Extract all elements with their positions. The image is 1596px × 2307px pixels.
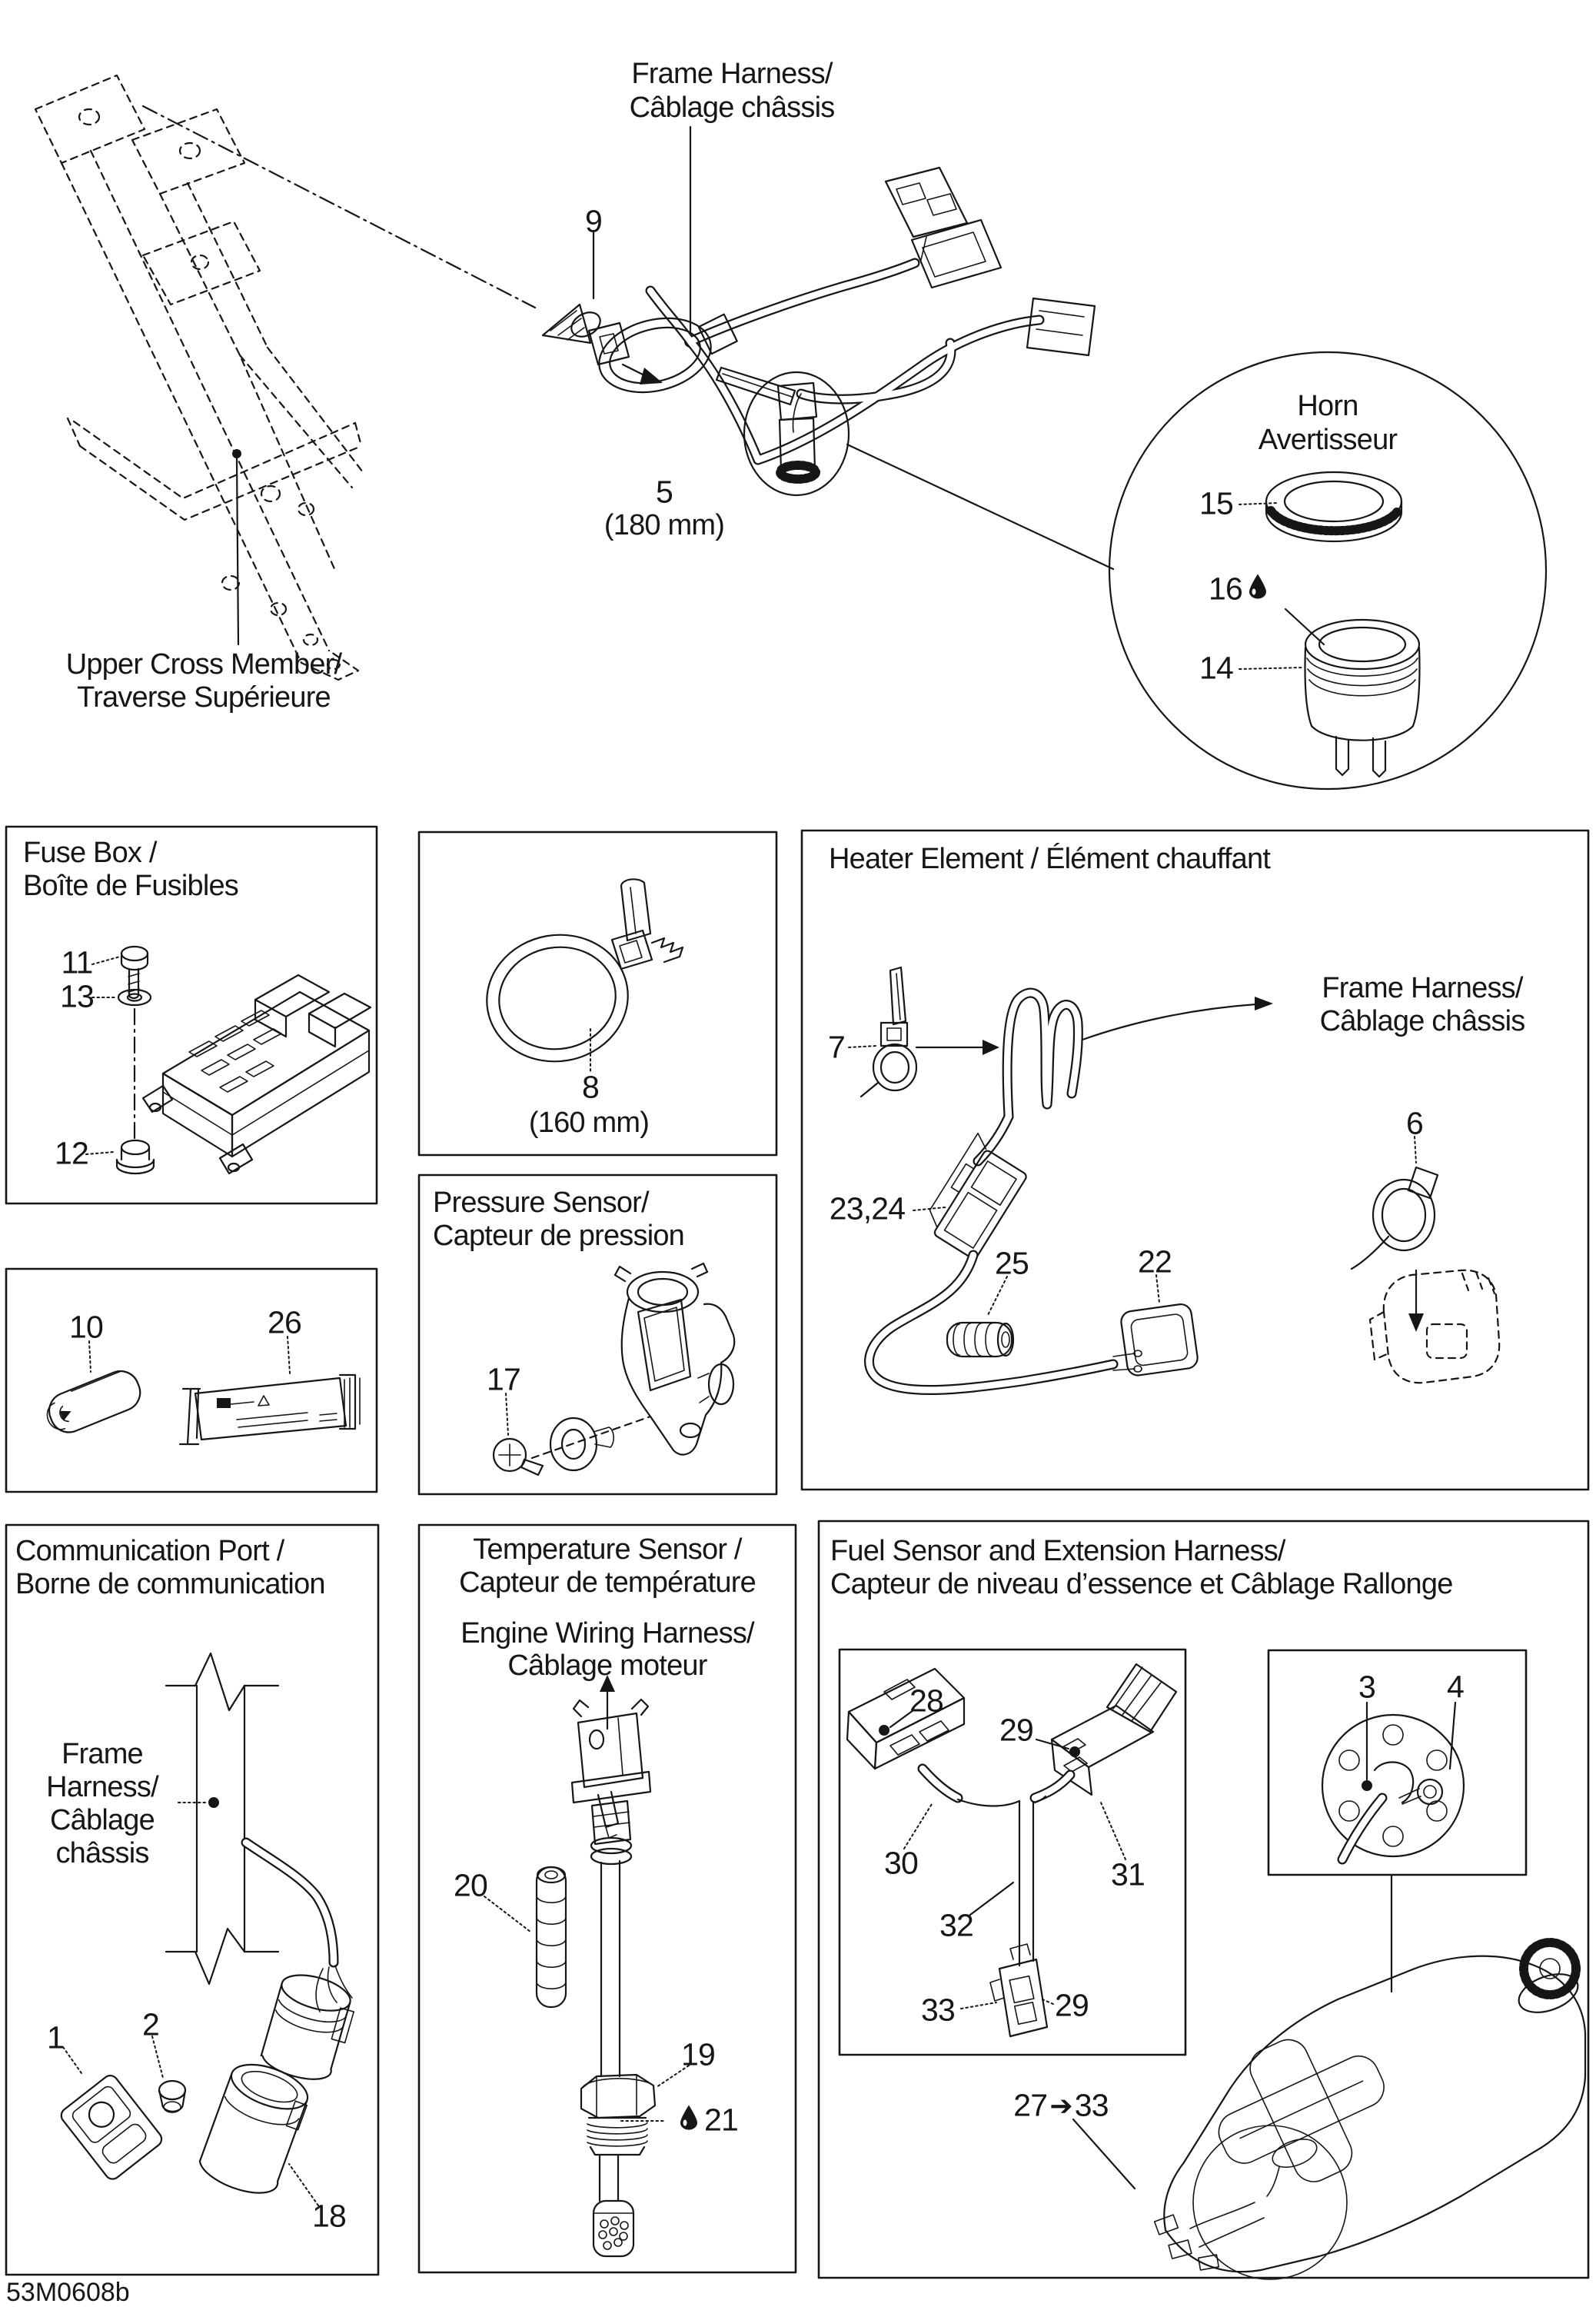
pressure-sensor-title-en: Pressure Sensor/ — [433, 1187, 650, 1219]
callout-5-dimension: (180 mm) — [603, 509, 725, 541]
fuse-box-title-en: Fuse Box / — [23, 837, 157, 869]
oil-droplet-icon — [1249, 574, 1267, 605]
fuel-sensor-title-en: Fuel Sensor and Extension Harness/ — [830, 1535, 1286, 1567]
horn-inset-drawing — [1108, 351, 1548, 791]
heater-frame-harness-label-2: Câblage châssis — [1319, 1005, 1526, 1037]
fuel-sensor-drawing — [838, 1648, 1587, 2280]
callout-9: 9 — [584, 203, 603, 239]
fuel-sensor-frame — [817, 1520, 1590, 2279]
callout-20: 20 — [453, 1867, 488, 1903]
callout-1: 1 — [46, 2019, 65, 2056]
callout-22: 22 — [1137, 1243, 1172, 1280]
heater-element-drawing — [848, 966, 1501, 1396]
callout-21: 21 — [680, 2102, 739, 2138]
callout-32: 32 — [939, 1907, 974, 1943]
arrow-right-icon: ➔ — [1049, 2089, 1072, 2121]
heater-element-title: Heater Element / Élément chauffant — [829, 843, 1271, 875]
callout-2: 2 — [141, 2006, 160, 2042]
upper-cross-member-label-2: Traverse Supérieure — [77, 681, 331, 714]
callout-16-number: 16 — [1208, 571, 1243, 607]
callout-15: 15 — [1199, 485, 1234, 521]
comm-frame-harness-label-3: Câblage — [50, 1804, 155, 1836]
callout-6: 6 — [1405, 1105, 1424, 1141]
callout-23-24: 23,24 — [829, 1190, 906, 1227]
fuel-sensor-title-fr: Capteur de niveau d’essence et Câblage R… — [830, 1568, 1453, 1600]
communication-port-frame — [5, 1523, 380, 2276]
fuse-box-frame — [5, 825, 378, 1205]
range-to-number: 33 — [1074, 2087, 1109, 2123]
callout-19: 19 — [680, 2036, 716, 2072]
comm-frame-harness-label-1: Frame — [62, 1738, 144, 1770]
callout-8-dimension: (160 mm) — [528, 1107, 650, 1139]
cable-tie-frame — [417, 831, 778, 1157]
callout-7: 7 — [827, 1029, 846, 1065]
temperature-sensor-title-en: Temperature Sensor / — [473, 1533, 742, 1566]
callout-17: 17 — [486, 1361, 521, 1397]
callout-21-number: 21 — [703, 2102, 739, 2138]
diagram-code: 53M0608b — [6, 2278, 130, 2307]
callout-31: 31 — [1110, 1856, 1145, 1893]
callout-30: 30 — [883, 1845, 919, 1881]
callout-range-27-33: 27➔33 — [1013, 2087, 1109, 2123]
comm-frame-harness-label-4: châssis — [55, 1837, 149, 1869]
frame-structure-drawing — [34, 74, 537, 681]
engine-wiring-harness-label-fr: Câblage moteur — [507, 1650, 707, 1682]
oil-droplet-icon — [680, 2105, 698, 2136]
callout-5: 5 — [655, 474, 673, 510]
engine-wiring-harness-label-en: Engine Wiring Harness/ — [461, 1617, 754, 1650]
temperature-sensor-frame — [417, 1523, 797, 2274]
callout-10: 10 — [68, 1309, 104, 1345]
callout-26: 26 — [267, 1304, 302, 1340]
comm-frame-harness-label-2: Harness/ — [46, 1771, 158, 1803]
frame-harness-top-label-2: Câblage châssis — [629, 92, 836, 124]
communication-port-title-fr: Borne de communication — [15, 1568, 326, 1600]
temperature-sensor-drawing — [484, 1675, 690, 2258]
callout-12: 12 — [54, 1135, 89, 1171]
callout-28: 28 — [909, 1683, 944, 1719]
communication-port-title-en: Communication Port / — [15, 1535, 284, 1567]
pressure-sensor-drawing — [492, 1262, 736, 1476]
callout-29: 29 — [999, 1712, 1034, 1748]
frame-harness-drawing — [541, 125, 1115, 571]
callout-18: 18 — [311, 2198, 347, 2234]
sealant-tube-26-drawing — [178, 1336, 361, 1446]
cable-tie-8-drawing — [486, 878, 684, 1074]
fuse-box-drawing — [85, 945, 372, 1175]
callout-11: 11 — [61, 944, 94, 980]
horn-title-en: Horn — [1297, 390, 1358, 422]
horn-title-fr: Avertisseur — [1258, 424, 1398, 456]
callout-13: 13 — [59, 978, 95, 1014]
callout-8: 8 — [581, 1069, 600, 1105]
callout-4: 4 — [1446, 1669, 1465, 1705]
frame-harness-top-label-1: Frame Harness/ — [631, 58, 833, 90]
heater-element-frame — [800, 829, 1590, 1491]
callout-14: 14 — [1199, 650, 1234, 686]
pressure-sensor-frame — [417, 1173, 778, 1496]
fuse-box-title-fr: Boîte de Fusibles — [23, 870, 239, 902]
callout-33: 33 — [920, 1992, 956, 2028]
edge-protector-10-drawing — [46, 1340, 141, 1433]
callout-29-b: 29 — [1054, 1987, 1089, 2023]
pressure-sensor-title-fr: Capteur de pression — [433, 1220, 685, 1252]
callout-25: 25 — [994, 1245, 1029, 1281]
range-from-number: 27 — [1013, 2087, 1048, 2123]
callout-16: 16 — [1208, 571, 1267, 607]
misc-parts-frame — [5, 1267, 378, 1493]
callout-3: 3 — [1358, 1669, 1376, 1705]
heater-frame-harness-label-1: Frame Harness/ — [1322, 972, 1523, 1004]
temperature-sensor-title-fr: Capteur de température — [459, 1566, 756, 1599]
upper-cross-member-label-1: Upper Cross Member/ — [65, 648, 342, 681]
communication-port-drawing — [60, 1652, 354, 2206]
